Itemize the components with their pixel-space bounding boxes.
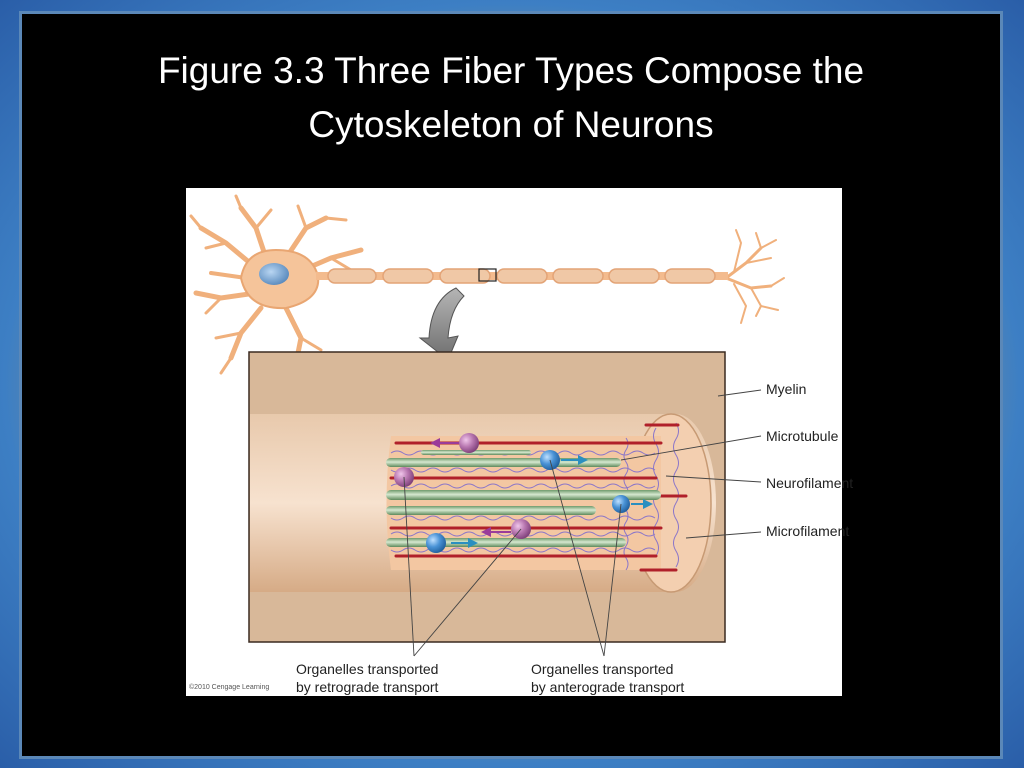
title-line-2: Cytoskeleton of Neurons [308, 104, 714, 145]
neuron-drawing [189, 194, 785, 375]
caption-anterograde-line-2: by anterograde transport [531, 679, 685, 695]
zoom-arrow-icon [418, 287, 465, 361]
myelin-segments [327, 268, 716, 284]
organelle-retrograde-1 [459, 433, 479, 453]
caption-retrograde-line-2: by retrograde transport [296, 679, 439, 695]
caption-anterograde-line-1: Organelles transported [531, 661, 674, 677]
label-myelin: Myelin [766, 381, 807, 397]
copyright-notice: ©2010 Cengage Learning [189, 684, 270, 691]
organelle-anterograde-2 [426, 533, 446, 553]
zoom-region-box [478, 268, 497, 282]
axoplasm [386, 436, 661, 570]
cytoskeleton-illustration [189, 194, 785, 657]
nucleus [259, 263, 289, 285]
leader-lines [403, 389, 762, 657]
title-line-1: Figure 3.3 Three Fiber Types Compose the [157, 50, 865, 91]
slide: Figure 3.3 Three Fiber Types Compose the… [22, 14, 1000, 756]
slide-title: Figure 3.3 Three Fiber Types Compose the… [22, 44, 1000, 152]
caption-retrograde: Organelles transported by retrograde tra… [296, 660, 438, 696]
label-neurofilament: Neurofilament [766, 475, 854, 491]
cytoskeleton-figure: Myelin Microtubule Neurofilament Microfi… [186, 188, 853, 696]
caption-retrograde-line-1: Organelles transported [296, 661, 439, 677]
caption-anterograde: Organelles transported by anterograde tr… [531, 660, 684, 696]
label-microtubule: Microtubule [766, 428, 839, 444]
label-microfilament: Microfilament [766, 523, 850, 539]
